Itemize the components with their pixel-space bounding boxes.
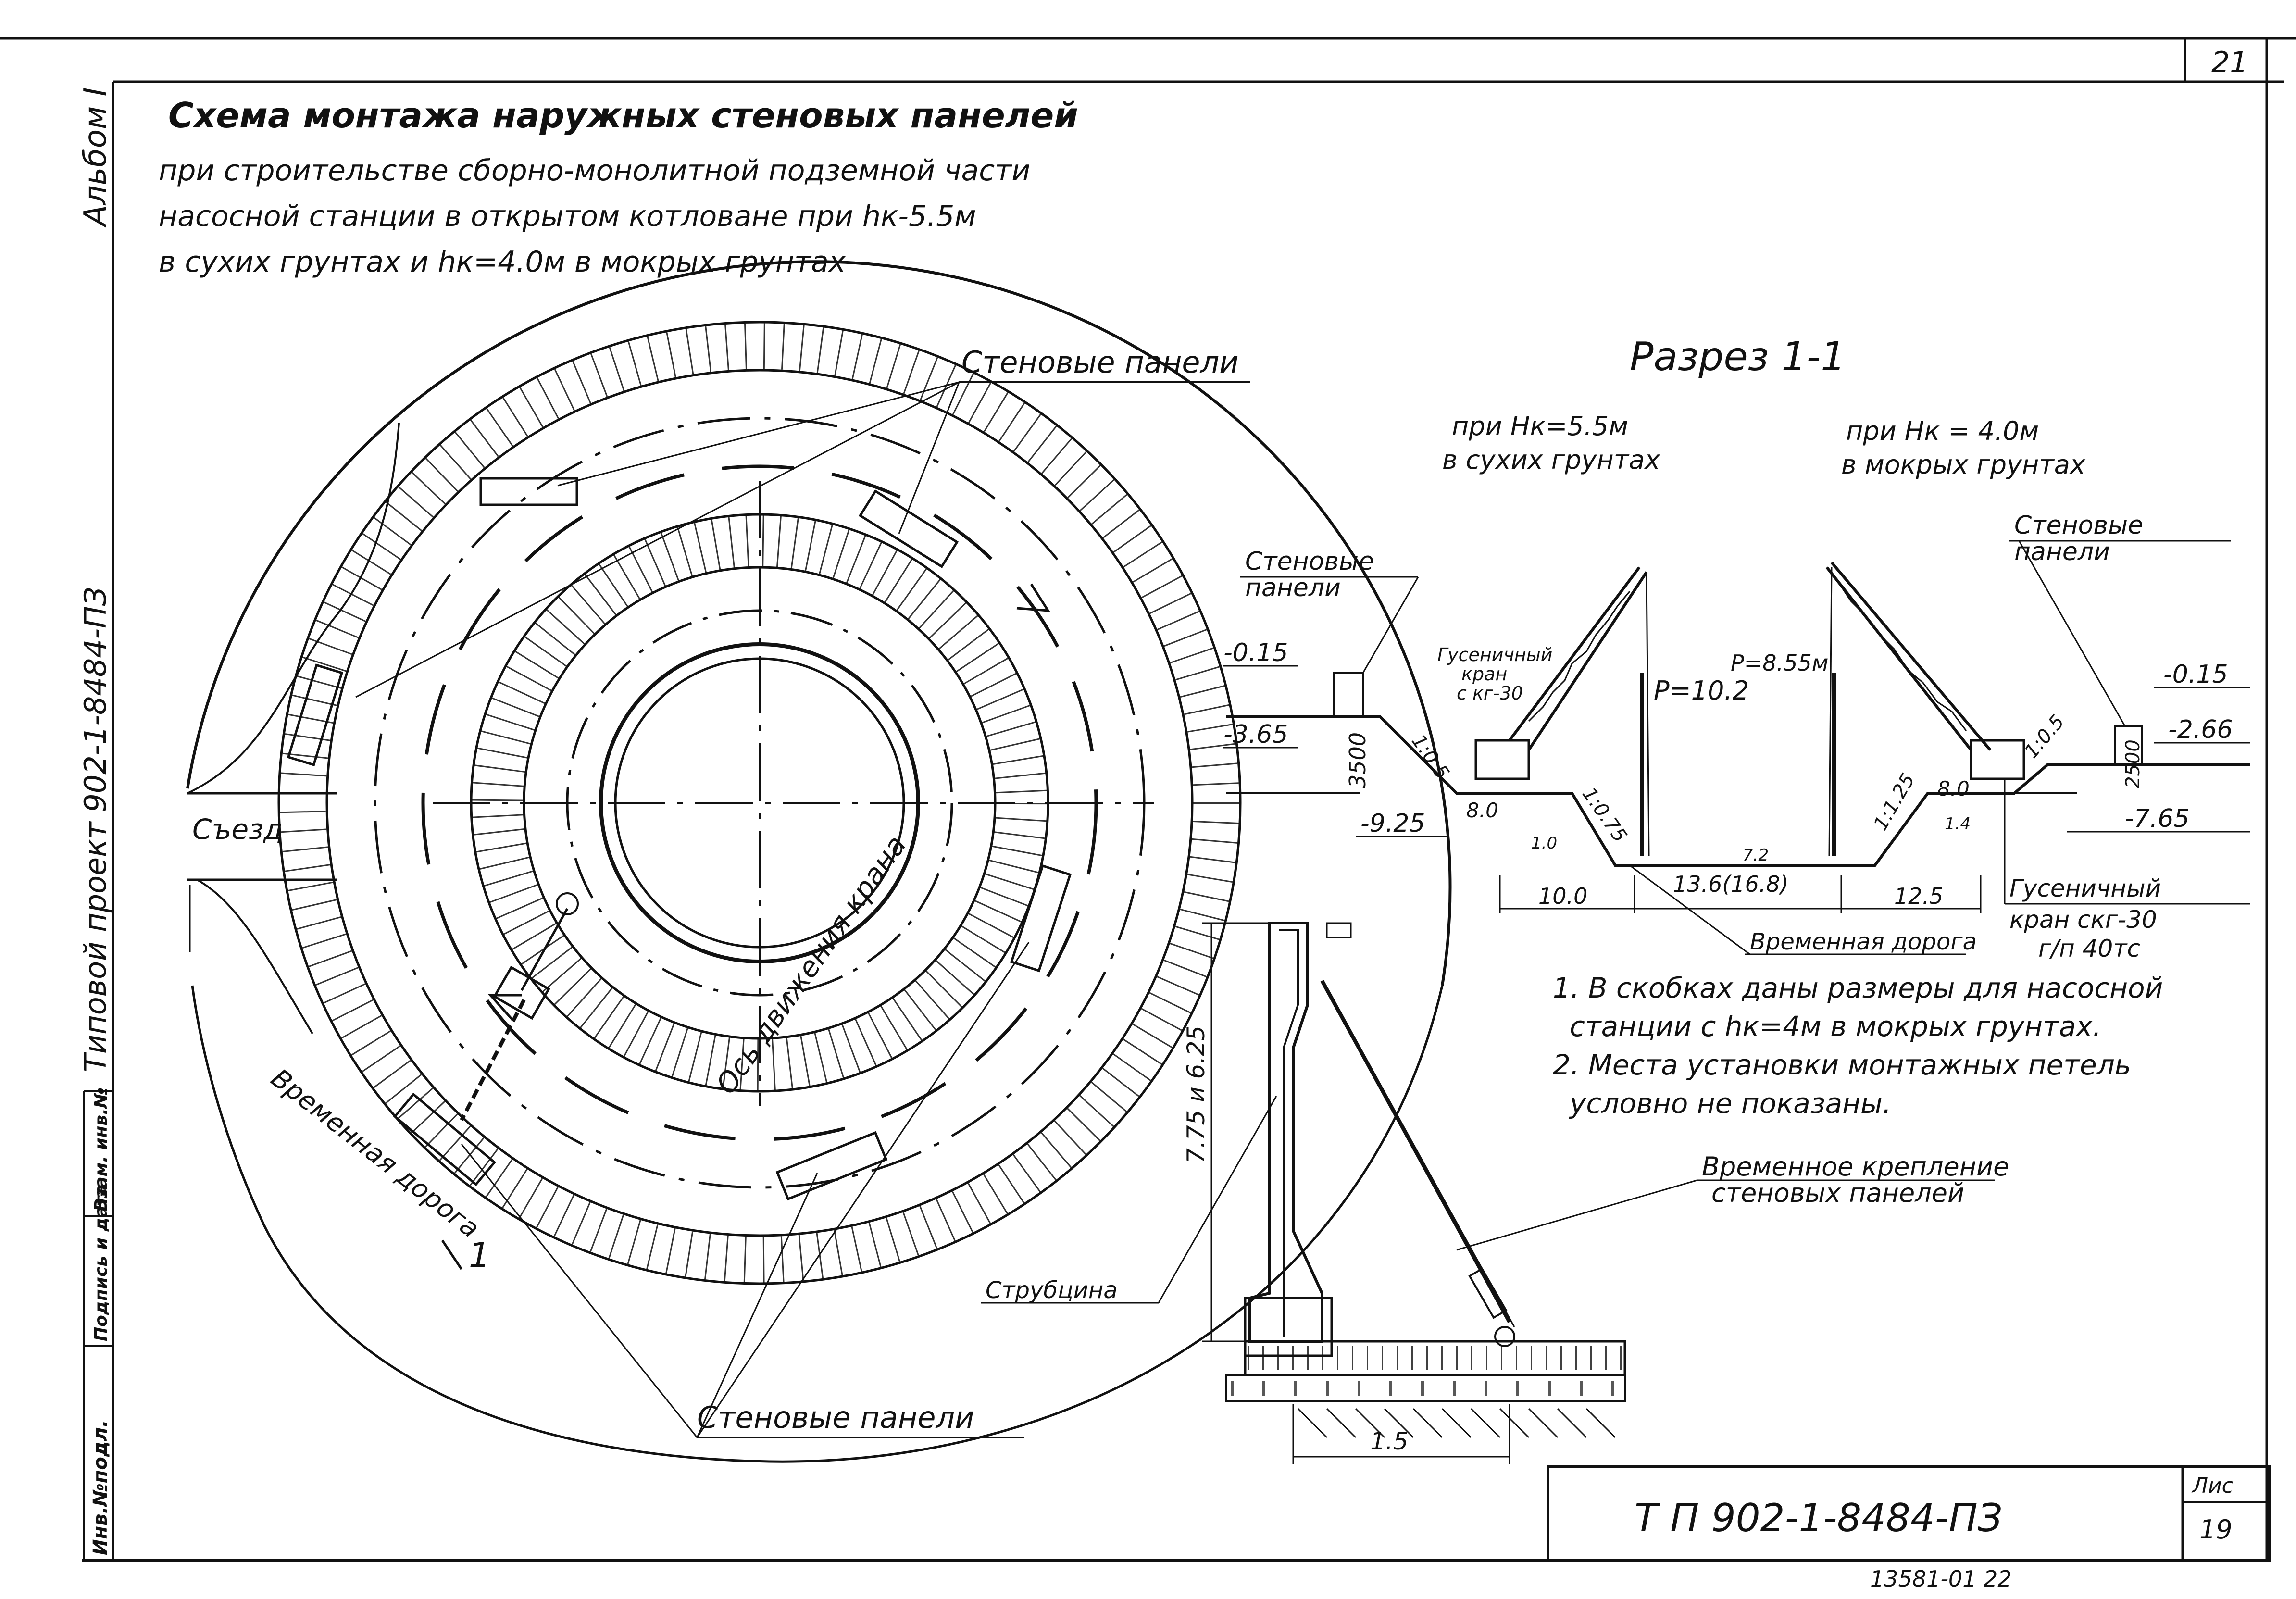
crane-axis-label: Ось движения крана xyxy=(710,829,913,1100)
section-crane-left xyxy=(1474,566,1650,856)
section-view: Разрез 1-1 при Нк=5.5м в сухих грунтах п… xyxy=(1223,334,2250,962)
dim-12-5: 12.5 xyxy=(1894,883,1943,909)
detail-width: 1.5 xyxy=(1370,1427,1409,1455)
temp-road-section: Временная дорога xyxy=(1750,928,1977,955)
wall-panels-label-bottom: Стеновые панели xyxy=(697,1400,974,1435)
sheet-title: Схема монтажа наружных стеновых панелей … xyxy=(159,95,1078,279)
note-line-2: станции с hк=4м в мокрых грунтах. xyxy=(1570,1010,2101,1043)
footer-number: 13581-01 22 xyxy=(1870,1566,2012,1592)
title-line-4: в сухих грунтах и hк=4.0м в мокрых грунт… xyxy=(159,245,846,279)
title-block-code: Т П 902-1-8484-ПЗ xyxy=(1635,1496,2002,1540)
elev-right-mid: -2.66 xyxy=(2168,715,2233,744)
slope-right: 1:0.5 xyxy=(2020,711,2069,762)
wall-panels-label-top: Стеновые панели xyxy=(961,345,1239,380)
dim-8-left: 8.0 xyxy=(1466,799,1498,822)
title-line-1: Схема монтажа наружных стеновых панелей xyxy=(168,95,1078,136)
case-left-1: при Нк=5.5м xyxy=(1452,411,1628,441)
title-block: Т П 902-1-8484-ПЗ Лис 19 xyxy=(1547,1465,2271,1562)
elev-right-bot: -7.65 xyxy=(2125,804,2190,833)
note-line-4: условно не показаны. xyxy=(1569,1087,1891,1120)
height-right: 2500 xyxy=(2122,739,2144,788)
section-title: Разрез 1-1 xyxy=(1630,334,1846,380)
stamp-cell-1: Инв.№подл. xyxy=(89,1420,112,1555)
elev-left-mid: -3.65 xyxy=(1223,720,1288,749)
wall-panel xyxy=(775,1131,888,1201)
panels-left-1: Стеновые xyxy=(1245,547,1374,576)
note-line-1: 1. В скобках даны размеры для насосной xyxy=(1553,972,2163,1004)
title-block-sheet-value: 19 xyxy=(2199,1514,2233,1545)
section-mark: 1 xyxy=(469,1236,490,1275)
title-line-3: насосной станции в открытом котловане пр… xyxy=(159,200,976,233)
plan-view: Съезд xyxy=(186,260,1452,1463)
notes: 1. В скобках даны размеры для насосной с… xyxy=(1553,972,2163,1120)
panel-stack-left xyxy=(1333,672,1364,717)
height-left: 3500 xyxy=(1345,732,1371,788)
stamp-cell-2: Подпись и дата xyxy=(91,1184,111,1341)
elev-left-bot: -9.25 xyxy=(1360,809,1425,838)
panels-left-2: панели xyxy=(1245,574,1341,602)
plan-crane xyxy=(460,892,579,1121)
crane-right-3: г/п 40тс xyxy=(2038,935,2140,962)
ramp-label: Съезд xyxy=(192,813,283,846)
detail-height: 7.75 и 6.25 xyxy=(1182,1025,1210,1163)
note-line-3: 2. Места установки монтажных петель xyxy=(1553,1049,2131,1081)
strut-label: Струбцина xyxy=(986,1277,1118,1304)
crane-left-3: с кг-30 xyxy=(1457,683,1523,704)
wall-panel xyxy=(858,489,959,568)
dim-10: 10.0 xyxy=(1538,883,1587,909)
sheet-frame xyxy=(0,37,2296,1562)
crane-left-1: Гусеничный xyxy=(1437,644,1552,665)
panels-right-2: панели xyxy=(2014,537,2110,566)
detail-view: 7.75 и 6.25 1.5 Струбцина Временное креп… xyxy=(981,922,2009,1464)
case-right-2: в мокрых грунтах xyxy=(1841,450,2086,480)
wall-panel xyxy=(287,663,344,766)
case-left-2: в сухих грунтах xyxy=(1442,445,1660,475)
fastening-2: стеновых панелей xyxy=(1711,1178,1964,1208)
crane-right-2: кран скг-30 xyxy=(2009,906,2157,934)
album-label: Альбом I xyxy=(78,87,113,228)
sheet-number: 21 xyxy=(2211,46,2248,79)
title-block-sheet-label: Лис xyxy=(2191,1474,2234,1498)
dim-8-right: 8.0 xyxy=(1937,777,1970,800)
wall-panel xyxy=(479,477,578,506)
slope-right-low: 1:1.25 xyxy=(1870,770,1920,834)
panels-right-1: Стеновые xyxy=(2014,511,2143,540)
wall-panel xyxy=(1010,864,1072,973)
elev-left-top: -0.15 xyxy=(1223,638,1288,667)
crane-left-2: кран xyxy=(1461,663,1507,685)
project-label: Типовой проект 902-1-8484-ПЗ xyxy=(78,587,113,1072)
p-right: Р=8.55м xyxy=(1731,650,1828,676)
stamp-cell-3: Взам. инв.№ xyxy=(91,1087,111,1212)
crane-right-1: Гусеничный xyxy=(2009,874,2161,902)
section-crane-right xyxy=(1825,562,2025,856)
title-line-2: при строительстве сборно-монолитной подз… xyxy=(159,154,1030,187)
fastening-1: Временное крепление xyxy=(1702,1151,2009,1182)
dim-1-4: 1.4 xyxy=(1945,814,1971,834)
dim-1-0: 1.0 xyxy=(1531,834,1557,853)
case-right-1: при Нк = 4.0м xyxy=(1846,416,2039,446)
dim-7-2: 7.2 xyxy=(1743,846,1769,865)
dim-13-6: 13.6(16.8) xyxy=(1673,871,1789,897)
side-strip: Альбом I Типовой проект 902-1-8484-ПЗ Ин… xyxy=(78,87,113,1560)
elev-right-top: -0.15 xyxy=(2163,660,2228,689)
slope-left: 1:0.5 xyxy=(1407,730,1453,783)
p-left: Р=10.2 xyxy=(1654,675,1749,706)
panel-stack-right xyxy=(2114,725,2143,765)
